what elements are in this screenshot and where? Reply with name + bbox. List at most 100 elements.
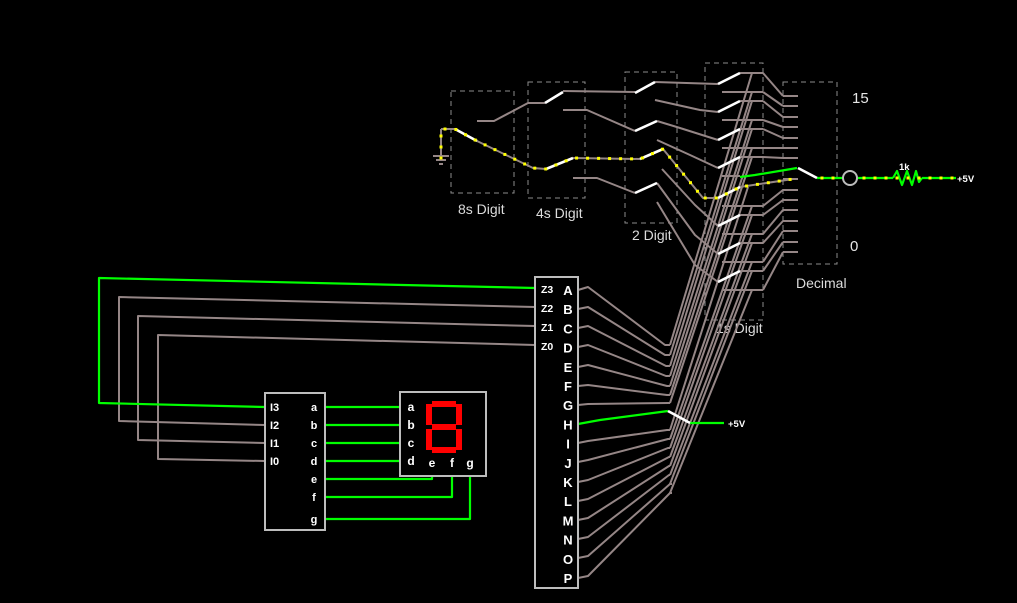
wire xyxy=(762,189,784,207)
current-dot xyxy=(668,155,672,159)
wire xyxy=(762,251,784,291)
current-dot xyxy=(755,182,759,186)
current-dot xyxy=(630,157,634,161)
pin-label-out-f: F xyxy=(564,379,572,394)
wire xyxy=(577,325,670,367)
pin-label-seg-e: e xyxy=(311,474,317,486)
pin-label-out-h: H xyxy=(563,417,572,432)
switch-lever-13[interactable] xyxy=(717,241,741,256)
wire xyxy=(577,438,670,463)
resistor-value-label: 1k xyxy=(899,162,910,173)
wire xyxy=(654,81,719,85)
wire xyxy=(654,99,719,113)
pin-label-out-k: K xyxy=(563,475,573,490)
switch-lever-7[interactable] xyxy=(717,71,741,86)
pin-label-out-i: I xyxy=(566,437,570,452)
wire xyxy=(762,100,784,118)
current-dot xyxy=(454,127,458,131)
current-dot xyxy=(884,176,888,180)
wire xyxy=(762,230,784,263)
switch-lever-1[interactable] xyxy=(544,90,564,105)
current-dot xyxy=(788,177,792,181)
seven-segment-digit xyxy=(432,424,456,430)
current-dot xyxy=(703,196,707,200)
group-label: 2 Digit xyxy=(632,227,672,243)
wire xyxy=(137,315,536,444)
wire xyxy=(573,177,636,194)
current-dot xyxy=(439,145,443,149)
pin-label-z1: Z1 xyxy=(541,322,553,334)
wire xyxy=(577,474,670,540)
current-dot xyxy=(650,152,654,156)
pin-label-i3: I3 xyxy=(270,402,279,414)
current-dot xyxy=(675,164,679,168)
wire xyxy=(572,157,641,160)
group-label: Decimal xyxy=(796,275,847,291)
current-dot xyxy=(483,143,487,147)
wire xyxy=(669,289,753,494)
wire xyxy=(577,306,670,356)
ic-seven-segment-decoder xyxy=(264,392,326,531)
wire-high xyxy=(739,166,798,179)
switch-lever-10[interactable] xyxy=(717,155,741,170)
switch-lever-3[interactable] xyxy=(634,80,656,95)
pin-label-out-l: L xyxy=(564,494,572,509)
seven-segment-digit xyxy=(426,404,432,425)
wire xyxy=(762,199,784,216)
switch-lever-15[interactable] xyxy=(667,409,691,425)
display-pin-f: f xyxy=(450,456,455,470)
switch-lever-6[interactable] xyxy=(634,181,658,195)
seven-segment-digit xyxy=(426,429,432,450)
pin-label-seg-a: a xyxy=(311,402,318,414)
switch-lever-12[interactable] xyxy=(717,213,741,228)
group-label: 8s Digit xyxy=(458,201,505,217)
wire xyxy=(577,492,672,579)
group-box-8s-digit xyxy=(450,90,515,194)
current-dot xyxy=(523,162,527,166)
current-dot xyxy=(473,138,477,142)
display-pin-g: g xyxy=(466,456,473,470)
wire xyxy=(762,241,784,272)
wire xyxy=(669,128,753,387)
switch-lever-4[interactable] xyxy=(634,119,658,133)
switch-lever-2[interactable] xyxy=(545,156,574,171)
wire xyxy=(662,148,718,199)
current-dot xyxy=(724,192,728,196)
wire xyxy=(762,119,784,128)
switch-lever-8[interactable] xyxy=(717,99,741,114)
wire xyxy=(669,72,753,346)
switch-lever-14[interactable] xyxy=(717,269,741,284)
pin-label-seg-g: g xyxy=(311,514,318,526)
wire xyxy=(577,429,670,444)
led-probe-circle xyxy=(842,170,858,186)
wire xyxy=(762,209,784,235)
current-dot xyxy=(873,176,877,180)
switch-lever-16[interactable] xyxy=(797,166,818,180)
wire xyxy=(577,286,670,346)
group-box-2-digit xyxy=(624,71,678,224)
current-dot xyxy=(714,196,718,200)
switch-lever-9[interactable] xyxy=(717,127,741,142)
range-label: 0 xyxy=(850,238,858,255)
wire xyxy=(739,178,794,188)
current-dot xyxy=(862,176,866,180)
wire xyxy=(762,156,784,159)
wire xyxy=(577,456,670,502)
pin-label-seg-b: b xyxy=(311,420,318,432)
current-dot xyxy=(503,152,507,156)
pin-label-seg-d: d xyxy=(311,456,318,468)
pin-label-seg-c: c xyxy=(311,438,317,450)
range-label: 15 xyxy=(852,90,869,107)
wire xyxy=(563,109,636,132)
current-dot xyxy=(745,184,749,188)
seven-segment-digit xyxy=(432,447,456,453)
display-pin-c: c xyxy=(408,436,415,450)
wire xyxy=(477,102,545,122)
current-dot xyxy=(640,156,644,160)
wire xyxy=(577,344,670,377)
pin-label-out-g: G xyxy=(563,398,573,413)
current-dot xyxy=(439,156,443,160)
current-dot xyxy=(682,172,686,176)
current-dot xyxy=(906,176,910,180)
